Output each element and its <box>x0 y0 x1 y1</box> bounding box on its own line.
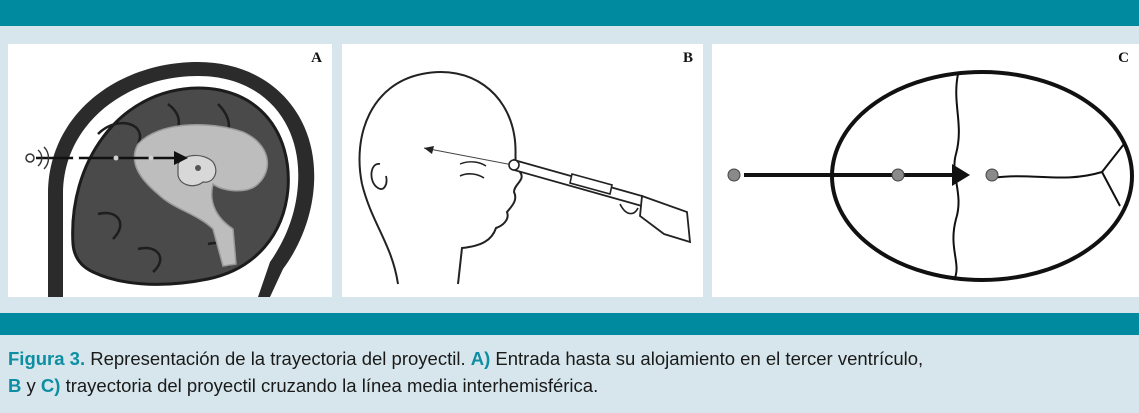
figure-caption: Figura 3. Representación de la trayector… <box>8 345 1139 399</box>
suture-branch <box>1101 143 1125 207</box>
trajectory-arrow-head <box>952 164 970 186</box>
caption-label-a: A) <box>470 348 491 369</box>
lodged-projectile <box>195 165 201 171</box>
head-profile-outline <box>358 71 523 285</box>
middle-color-band <box>0 313 1139 335</box>
neck-back <box>361 183 399 285</box>
air-rifle <box>508 158 692 244</box>
panel-a-label: A <box>311 50 322 66</box>
projectile-entry <box>25 153 35 163</box>
figure-number: Figura 3. <box>8 348 86 369</box>
caption-text-3: y <box>21 375 41 396</box>
panel-a: A <box>8 44 332 297</box>
fragment-2 <box>113 155 119 161</box>
closed-eye <box>459 173 485 179</box>
panel-b-label: B <box>682 50 693 66</box>
bullet-path-arrowhead <box>424 146 434 154</box>
caption-text-1: Representación de la trayectoria del pro… <box>85 348 471 369</box>
horizontal-suture <box>991 171 1103 179</box>
ventricle-region <box>133 124 268 267</box>
projectile-track <box>891 168 905 182</box>
trajectory-arrowhead <box>174 151 188 165</box>
caption-text-4: trayectoria del proyectil cruzando la lí… <box>60 375 599 396</box>
panel-c: C <box>712 44 1139 297</box>
projectile-outside <box>727 168 741 182</box>
impact-waves <box>37 146 50 170</box>
skull-axial-diagram <box>727 70 1134 282</box>
bullet-path-line <box>423 147 519 167</box>
rifle-head-illustration <box>358 71 692 285</box>
panel-b: B <box>342 44 703 297</box>
brain-section-illustration <box>25 62 315 297</box>
eyebrow <box>459 161 487 167</box>
caption-label-c: C) <box>40 375 61 396</box>
top-color-band <box>0 0 1139 26</box>
ear <box>370 163 388 190</box>
caption-text-2: Entrada hasta su alojamiento en el terce… <box>490 348 924 369</box>
fragment-3 <box>148 155 154 161</box>
fragment-1 <box>73 155 79 161</box>
panel-c-label: C <box>1118 50 1129 66</box>
projectile-final <box>985 168 999 182</box>
caption-label-b: B <box>8 375 22 396</box>
